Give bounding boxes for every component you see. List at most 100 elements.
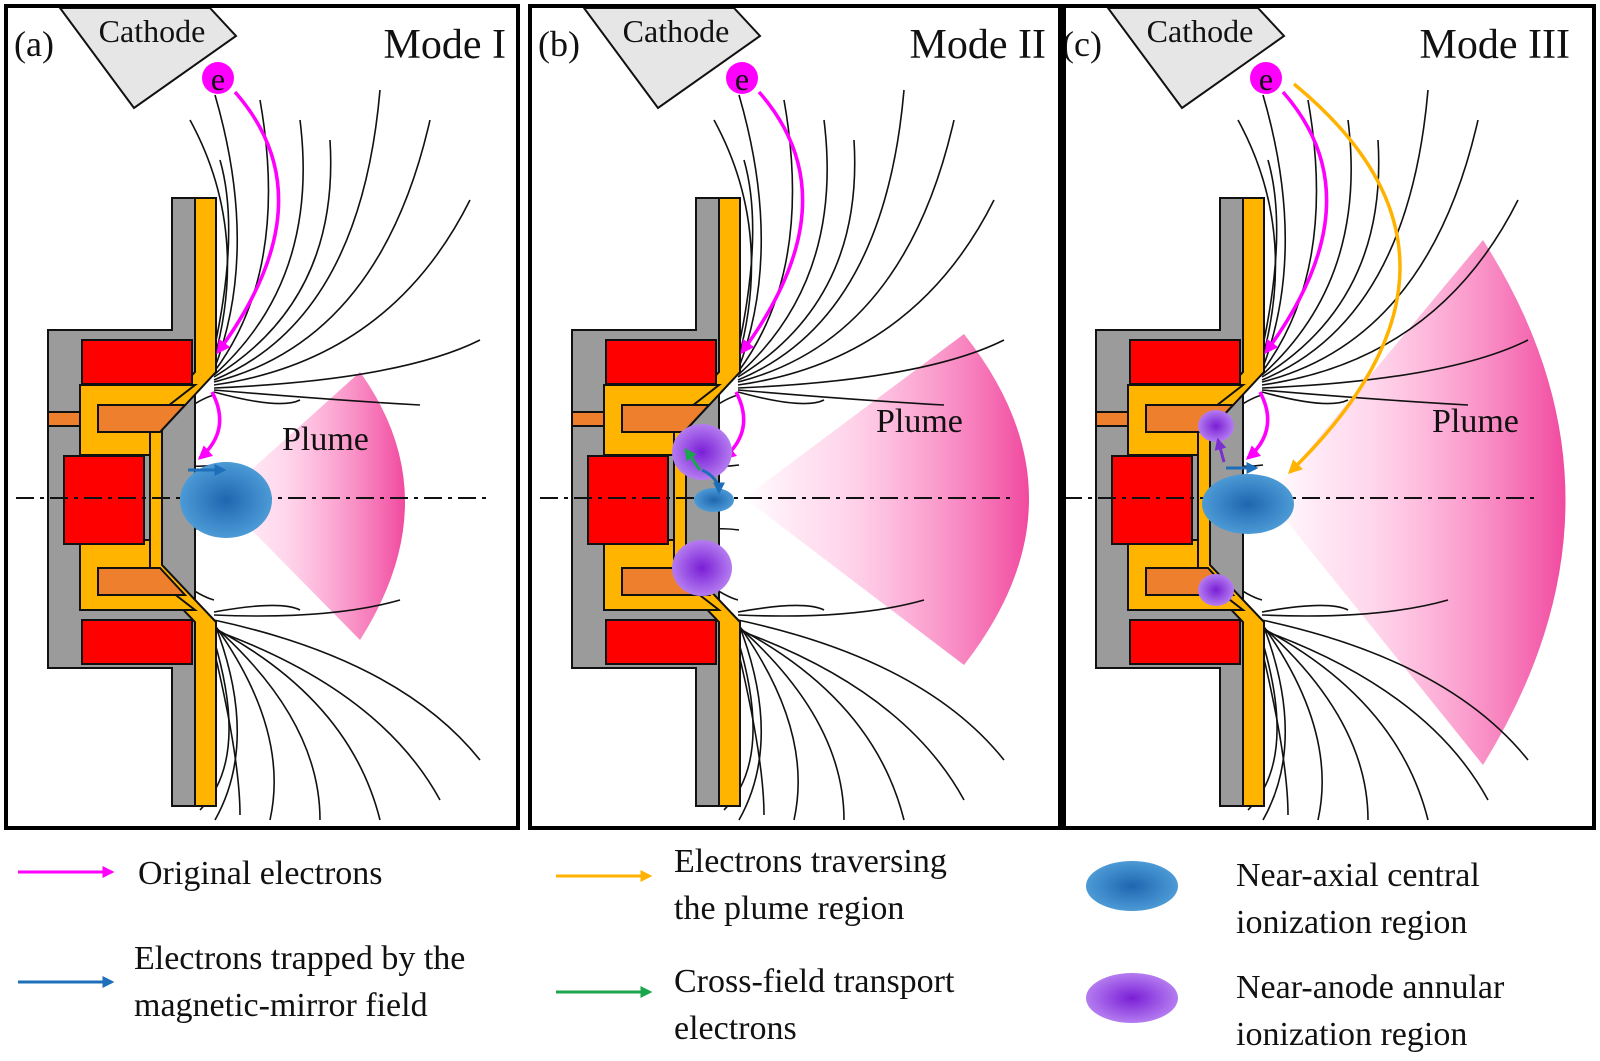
legend-annular-text-1: Near-anode annular bbox=[1236, 969, 1505, 1006]
field-line-upper-1 bbox=[213, 99, 270, 373]
legend-traversing-text-1: Electrons traversing bbox=[674, 843, 947, 880]
field-line-upper-7 bbox=[213, 339, 481, 389]
electron-icon bbox=[726, 62, 758, 94]
magnet-center bbox=[1111, 455, 1193, 545]
field-line-lower-1 bbox=[213, 623, 275, 821]
field-line-lower-4 bbox=[737, 629, 965, 801]
field-line-lower-4 bbox=[1261, 629, 1489, 801]
field-line-upper-11 bbox=[737, 159, 754, 351]
legend-trapped-text-2: magnetic-mirror field bbox=[134, 987, 428, 1024]
field-line-upper-1 bbox=[1261, 99, 1318, 373]
field-line-lower-2 bbox=[737, 625, 845, 821]
magnet-upper bbox=[81, 339, 193, 385]
legend-crossfield-text-1: Cross-field transport bbox=[674, 963, 955, 1000]
plume-region bbox=[1268, 240, 1566, 765]
magnet-center bbox=[63, 455, 145, 545]
annular-ionization-region-upper bbox=[672, 424, 732, 480]
field-line-lower-3 bbox=[1261, 627, 1429, 821]
magnet-upper bbox=[1129, 339, 1241, 385]
legend-traversing-text-2: the plume region bbox=[674, 890, 904, 927]
central-ionization-region bbox=[1202, 474, 1294, 534]
field-line-lower-9 bbox=[737, 649, 765, 816]
field-line-upper-6 bbox=[1261, 199, 1519, 386]
thruster-body bbox=[47, 197, 217, 807]
field-line-upper-8 bbox=[213, 389, 421, 406]
legend-central-text-1: Near-axial central bbox=[1236, 857, 1480, 894]
panel-frame-b bbox=[528, 4, 1062, 830]
legend: Original electrons Electrons trapped by … bbox=[18, 843, 1505, 1053]
original-electron-path-inner bbox=[1245, 391, 1270, 460]
annular-ionization-region-lower bbox=[1198, 574, 1234, 606]
field-line-lower-3 bbox=[213, 627, 381, 821]
field-line-lower-9 bbox=[1261, 649, 1289, 816]
orange-gas-inlet bbox=[1095, 411, 1129, 427]
field-line-lower-7 bbox=[1261, 604, 1349, 613]
cathode: Cathode bbox=[58, 7, 238, 110]
field-line-lower-0 bbox=[213, 621, 238, 821]
legend-central-blob bbox=[1086, 861, 1178, 911]
annular-ionization-region-lower bbox=[672, 540, 732, 596]
field-line-upper-8 bbox=[737, 389, 945, 406]
field-line-upper-6 bbox=[213, 199, 471, 386]
field-line-lower-2 bbox=[1261, 625, 1369, 821]
legend-annular-blob bbox=[1086, 973, 1178, 1023]
magnetic-field-lines bbox=[1202, 89, 1529, 821]
field-line-upper-0 bbox=[1261, 94, 1287, 371]
field-line-upper-0 bbox=[213, 94, 239, 371]
field-line-lower-5 bbox=[1261, 619, 1529, 761]
field-line-lower-3 bbox=[737, 627, 905, 821]
field-line-upper-11 bbox=[213, 159, 230, 351]
plume-region bbox=[220, 372, 405, 640]
panel-label: (b) bbox=[538, 24, 580, 64]
field-line-upper-2 bbox=[1261, 119, 1352, 376]
mode-label: Mode II bbox=[910, 22, 1046, 68]
central-ionization-region bbox=[694, 488, 734, 512]
original-electron-path-inner bbox=[197, 391, 222, 460]
field-line-lower-7 bbox=[213, 604, 301, 613]
thruster-body bbox=[571, 197, 741, 807]
panel-label: (a) bbox=[14, 24, 54, 64]
electron-symbol: e bbox=[1259, 61, 1273, 97]
traversing-electron-path bbox=[1287, 82, 1402, 474]
field-line-upper-2 bbox=[213, 119, 304, 376]
plume-label: Plume bbox=[876, 403, 963, 440]
orange-upper bbox=[97, 404, 188, 433]
orange-gas-inlet bbox=[571, 411, 605, 427]
field-line-lower-6 bbox=[1261, 599, 1449, 617]
field-line-upper-0 bbox=[737, 94, 763, 371]
field-line-upper-4 bbox=[737, 89, 905, 381]
field-line-upper-2 bbox=[737, 119, 828, 376]
crossfield-electron-arrow bbox=[684, 448, 702, 471]
field-line-upper-9 bbox=[1261, 391, 1349, 405]
magnet-upper bbox=[605, 339, 717, 385]
electron-symbol: e bbox=[735, 61, 749, 97]
field-line-upper-10 bbox=[1237, 119, 1277, 361]
cathode-label: Cathode bbox=[623, 13, 730, 49]
field-line-upper-11 bbox=[1261, 159, 1278, 351]
field-line-upper-8 bbox=[1261, 389, 1469, 406]
field-line-lower-7 bbox=[737, 604, 825, 613]
electron-icon bbox=[1250, 62, 1282, 94]
field-line-upper-9 bbox=[213, 391, 301, 405]
field-line-upper-6 bbox=[737, 199, 995, 386]
plume-label: Plume bbox=[1432, 403, 1519, 440]
cathode: Cathode bbox=[582, 7, 762, 110]
orange-lower bbox=[97, 567, 188, 596]
mode-label: Mode III bbox=[1420, 22, 1570, 68]
field-line-upper-9 bbox=[737, 391, 825, 405]
field-line-upper-3 bbox=[213, 139, 332, 378]
field-line-lower-4 bbox=[213, 629, 441, 801]
legend-annular-text-2: ionization region bbox=[1236, 1016, 1467, 1053]
annular-ionization-region-upper bbox=[1198, 410, 1234, 442]
field-line-upper-4 bbox=[1261, 89, 1429, 381]
cathode: Cathode bbox=[1106, 7, 1286, 110]
field-line-upper-7 bbox=[1261, 339, 1529, 389]
magnet-center bbox=[587, 455, 669, 545]
magnet-lower bbox=[605, 619, 717, 665]
field-line-upper-5 bbox=[737, 119, 955, 383]
field-line-upper-1 bbox=[737, 99, 794, 373]
panel-frame-a bbox=[4, 4, 520, 830]
